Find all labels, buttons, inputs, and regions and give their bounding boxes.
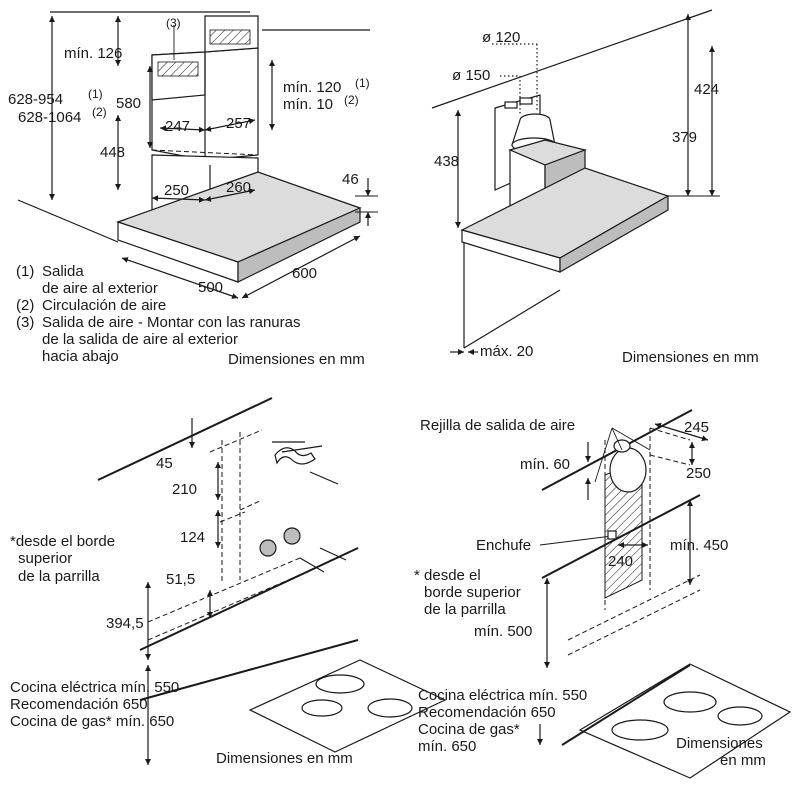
dim-247 xyxy=(159,125,206,133)
units-label-4-line-2: en mm xyxy=(720,752,766,769)
cooktop-4-line-2: Recomendación 650 xyxy=(418,704,556,721)
note-3-line-3: de la parrilla xyxy=(18,568,100,585)
ceiling-line-2 xyxy=(431,9,713,109)
legend-1-line-1: Salida xyxy=(42,263,84,280)
cooktop-edge-4 xyxy=(561,664,691,746)
note-4-line-3: de la parrilla xyxy=(424,601,506,618)
panel-hood-dimensions: (3) mín. 126 628-954 (1) 628-1064 (2) 58… xyxy=(8,11,378,368)
cooktop-3-line-2: Recomendación 650 xyxy=(10,696,148,713)
wall-plugs xyxy=(259,527,347,573)
dim-245 xyxy=(654,422,709,442)
grille-leader-1 xyxy=(594,427,613,483)
label-min126: mín. 126 xyxy=(64,45,122,62)
wall-bracket xyxy=(272,441,339,485)
cooktop-4 xyxy=(578,663,792,779)
label-min450: mín. 450 xyxy=(670,537,728,554)
panel-side-view: ø 120 ø 150 424 379 438 máx. 20 Dimensio… xyxy=(431,9,759,366)
telescopic-line xyxy=(151,149,259,156)
label-448: 448 xyxy=(100,144,125,161)
label-socket: Enchufe xyxy=(476,537,531,554)
ceiling-line-3 xyxy=(97,397,273,481)
label-500: 500 xyxy=(198,279,223,296)
note-min10: (2) xyxy=(344,93,359,107)
dim-500 xyxy=(121,257,239,299)
units-label-1: Dimensiones en mm xyxy=(228,351,365,368)
legend-num-3: (3) xyxy=(16,314,34,331)
cooktop-4-line-4: mín. 650 xyxy=(418,738,476,755)
dim-260 xyxy=(204,188,256,202)
label-45: 45 xyxy=(156,455,173,472)
dim-250 xyxy=(151,195,206,203)
legend-1-line-2: de aire al exterior xyxy=(42,280,158,297)
label-max20: máx. 20 xyxy=(480,343,533,360)
label-min10: mín. 10 xyxy=(283,96,333,113)
note-3-line-1: *desde el borde xyxy=(10,533,115,550)
label-580: 580 xyxy=(116,95,141,112)
label-range2: 628-1064 xyxy=(18,109,81,126)
label-min60: mín. 60 xyxy=(520,456,570,473)
label-247: 247 xyxy=(165,118,190,135)
note-range2: (2) xyxy=(92,105,107,119)
cooktop-3-line-3: Cocina de gas* mín. 650 xyxy=(10,713,174,730)
legend-3-line-2: de la salida de aire al exterior xyxy=(42,331,238,348)
units-label-4-line-1: Dimensiones xyxy=(676,735,763,752)
legend: (1) Salida de aire al exterior (2) Circu… xyxy=(16,263,300,365)
label-245: 245 xyxy=(684,419,709,436)
note-3-line-2: superior xyxy=(18,550,72,567)
label-250: 250 xyxy=(164,182,189,199)
legend-num-2: (2) xyxy=(16,297,34,314)
cooktop-3 xyxy=(248,659,447,753)
label-range1: 628-954 xyxy=(8,91,63,108)
label-250: 250 xyxy=(686,465,711,482)
label-424: 424 xyxy=(694,81,719,98)
socket-leader xyxy=(539,535,613,546)
label-3945: 394,5 xyxy=(106,615,144,632)
label-210: 210 xyxy=(172,481,197,498)
panel-wall-mounting: 45 210 124 51,5 394,5 *desde el borde su… xyxy=(10,397,447,767)
upper-chimney xyxy=(151,15,259,161)
label-379: 379 xyxy=(672,129,697,146)
legend-3-line-1: Salida de aire - Montar con las ranuras xyxy=(42,314,300,331)
label-46: 46 xyxy=(342,171,359,188)
socket-icon xyxy=(607,530,617,540)
wall-line xyxy=(17,199,119,243)
label-124: 124 xyxy=(180,529,205,546)
label-260: 260 xyxy=(226,179,251,196)
note-4-line-1: * desde el xyxy=(414,567,481,584)
panel-socket-grille: Rejilla de salida de aire 245 mín. 60 25… xyxy=(414,409,792,779)
legend-3-line-3: hacia abajo xyxy=(42,348,119,365)
label-d150: ø 150 xyxy=(452,67,490,84)
legend-num-1: (1) xyxy=(16,263,34,280)
legend-2-line-1: Circulación de aire xyxy=(42,297,166,314)
cooktop-3-line-1: Cocina eléctrica mín. 550 xyxy=(10,679,179,696)
units-label-3: Dimensiones en mm xyxy=(216,750,353,767)
label-600: 600 xyxy=(292,265,317,282)
note-min120: (1) xyxy=(355,76,370,90)
note-range1: (1) xyxy=(88,87,103,101)
label-438: 438 xyxy=(434,153,459,170)
label-240: 240 xyxy=(608,553,633,570)
units-label-2: Dimensiones en mm xyxy=(622,349,759,366)
cooktop-edge-3 xyxy=(139,547,359,651)
note-4-line-2: borde superior xyxy=(424,584,521,601)
label-257: 257 xyxy=(226,115,251,132)
label-grille: Rejilla de salida de aire xyxy=(420,417,575,434)
dim-600 xyxy=(241,235,361,299)
cooktop-4-line-3: Cocina de gas* xyxy=(418,721,520,738)
dim-257 xyxy=(204,118,256,132)
cooktop-back-3 xyxy=(139,639,359,701)
label-min500: mín. 500 xyxy=(474,623,532,640)
label-d120: ø 120 xyxy=(482,29,520,46)
callout-3: (3) xyxy=(166,16,181,30)
label-min120: mín. 120 xyxy=(283,79,341,96)
wall-bottom xyxy=(463,289,561,349)
air-grille xyxy=(609,447,647,493)
cooktop-4-line-1: Cocina eléctrica mín. 550 xyxy=(418,687,587,704)
label-515: 51,5 xyxy=(166,571,195,588)
